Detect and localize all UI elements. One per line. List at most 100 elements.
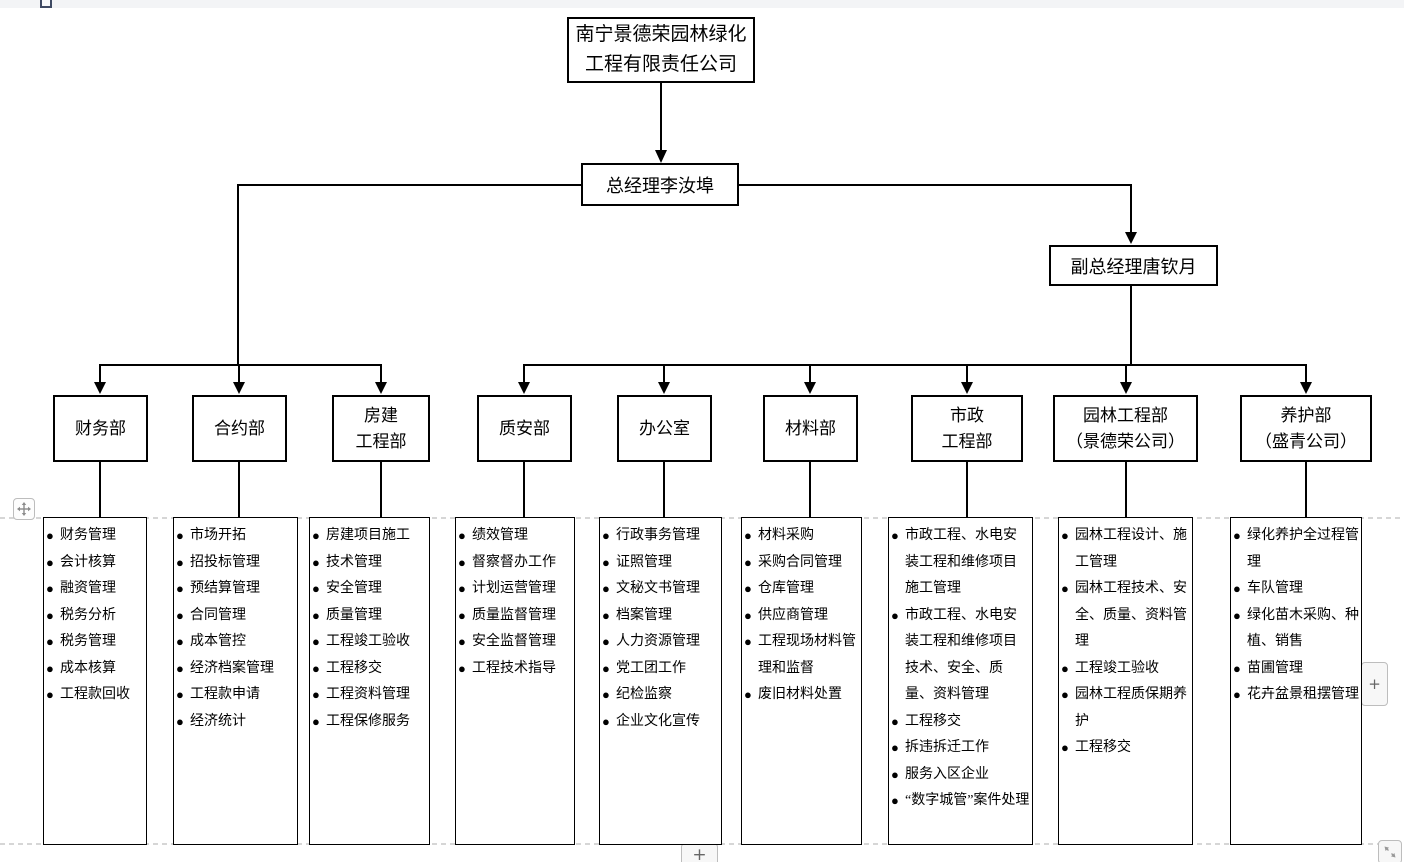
- duty-label: 仓库管理: [758, 581, 814, 596]
- bullet-icon: ●: [176, 634, 184, 649]
- duty-item: ●成本核算: [46, 656, 144, 683]
- bullet-icon: ●: [744, 634, 752, 649]
- duty-list-office[interactable]: ●行政事务管理●证照管理●文秘文书管理●档案管理●人力资源管理●党工团工作●纪检…: [599, 517, 722, 845]
- duty-label: 工程竣工验收: [1075, 660, 1159, 676]
- resize-handle[interactable]: [1378, 840, 1402, 862]
- duty-list: ●行政事务管理●证照管理●文秘文书管理●档案管理●人力资源管理●党工团工作●纪检…: [600, 518, 721, 735]
- duty-list-quality-safety[interactable]: ●绩效管理●督察督办工作●计划运营管理●质量监督管理●安全监督管理●工程技术指导: [455, 517, 575, 845]
- duty-label: 工程款回收: [60, 687, 130, 702]
- duty-list: ●市政工程、水电安装工程和维修项目施工管理●市政工程、水电安装工程和维修项目技术…: [889, 518, 1032, 815]
- dept-label: 工程部: [941, 431, 993, 451]
- duty-list-maintenance[interactable]: ●绿化养护全过程管理●车队管理●绿化苗木采购、种植、销售●苗圃管理●花卉盆景租摆…: [1230, 517, 1362, 845]
- dept-node-building-eng[interactable]: 房建 工程部: [332, 395, 430, 462]
- duty-list: ●材料采购●采购合同管理●仓库管理●供应商管理●工程现场材料管理和监督●废旧材料…: [742, 518, 861, 709]
- org-node-deputy-manager[interactable]: 副总经理唐钦月: [1049, 245, 1218, 286]
- dept-node-materials[interactable]: 材料部: [763, 395, 858, 462]
- duty-item: ●安全管理: [312, 576, 427, 603]
- duty-item: ● 废旧材料处置: [744, 682, 859, 709]
- org-node-company[interactable]: 南宁景德荣园林绿化工程有限责任公司: [567, 17, 755, 83]
- dept-node-finance[interactable]: 财务部: [53, 395, 148, 462]
- duty-label: 工程技术指导: [472, 660, 556, 676]
- duty-label: 安全监督管理: [472, 634, 556, 649]
- dept-node-office[interactable]: 办公室: [617, 395, 712, 462]
- dept-node-quality-safety[interactable]: 质安部: [477, 395, 572, 462]
- duty-list: ●市场开拓●招投标管理●预结算管理●合同管理●成本管控●经济档案管理●工程款申请…: [174, 518, 297, 735]
- add-node-button-bottom[interactable]: +: [681, 843, 718, 862]
- bullet-icon: ●: [458, 581, 466, 596]
- duty-list: ●财务管理●会计核算●融资管理●税务分析●税务管理●成本核算●工程款回收: [44, 518, 146, 709]
- move-arrows-icon: [17, 502, 31, 516]
- dept-label: 工程部: [355, 431, 407, 451]
- duty-item: ●计划运营管理: [458, 576, 572, 603]
- bullet-icon: ●: [1233, 660, 1241, 676]
- bullet-icon: ●: [744, 528, 752, 543]
- dept-node-maintenance[interactable]: 养护部 （盛青公司）: [1240, 395, 1372, 462]
- duty-item: ● 苗圃管理: [1233, 656, 1359, 683]
- duty-item: ●会计核算: [46, 550, 144, 577]
- duty-item: ●工程资料管理: [312, 682, 427, 709]
- dept-label: 质安部: [499, 418, 550, 438]
- duty-label: 人力资源管理: [616, 634, 700, 649]
- bullet-icon: ●: [891, 713, 899, 729]
- duty-item: ● 工程技术指导: [458, 656, 572, 683]
- dept-node-landscape-eng[interactable]: 园林工程部 （景德荣公司）: [1053, 395, 1198, 462]
- bullet-icon: ●: [744, 687, 752, 702]
- bullet-icon: ●: [46, 687, 54, 702]
- bullet-icon: ●: [458, 660, 466, 676]
- duty-item: ●工程竣工验收: [312, 629, 427, 656]
- toolbar-shape-icon[interactable]: [40, 0, 52, 8]
- duty-list-municipal-eng[interactable]: ●市政工程、水电安装工程和维修项目施工管理●市政工程、水电安装工程和维修项目技术…: [888, 517, 1033, 845]
- duty-label: 招投标管理: [190, 554, 260, 570]
- duty-label: 材料采购: [758, 528, 814, 543]
- bullet-icon: ●: [176, 607, 184, 623]
- duty-label: 文秘文书管理: [616, 581, 700, 596]
- duty-label: 房建项目施工: [326, 528, 410, 543]
- duty-label: 合同管理: [190, 607, 246, 623]
- duty-label: 安全管理: [326, 581, 382, 596]
- duty-label: 苗圃管理: [1247, 660, 1303, 676]
- duty-list-materials[interactable]: ●材料采购●采购合同管理●仓库管理●供应商管理●工程现场材料管理和监督●废旧材料…: [741, 517, 862, 845]
- bullet-icon: ●: [176, 687, 184, 702]
- add-node-button-right[interactable]: +: [1361, 662, 1388, 706]
- duty-item: ●工程移交: [312, 656, 427, 683]
- duty-item: ●证照管理: [602, 550, 719, 577]
- duty-label: 园林工程质保期养护: [1075, 687, 1187, 729]
- bullet-icon: ●: [602, 660, 610, 676]
- duty-label: 市政工程、水电安装工程和维修项目技术、安全、质量、资料管理: [905, 607, 1017, 703]
- duty-label: 财务管理: [60, 528, 116, 543]
- dept-label: 市政: [950, 405, 984, 425]
- duty-item: ●工程移交: [891, 709, 1030, 736]
- duty-list-finance[interactable]: ●财务管理●会计核算●融资管理●税务分析●税务管理●成本核算●工程款回收: [43, 517, 147, 845]
- duty-item: ●融资管理: [46, 576, 144, 603]
- dept-label: 房建: [364, 405, 398, 425]
- duty-label: 经济统计: [190, 713, 246, 729]
- duty-item: ●采购合同管理: [744, 550, 859, 577]
- bullet-icon: ●: [602, 581, 610, 596]
- bullet-icon: ●: [1233, 687, 1241, 702]
- deputy-manager-label: 副总经理唐钦月: [1070, 256, 1197, 277]
- org-node-general-manager[interactable]: 总经理李汝埠: [581, 163, 739, 206]
- bullet-icon: ●: [46, 528, 54, 543]
- duty-item: ●园林工程设计、施工管理: [1061, 523, 1190, 576]
- duty-label: 工程资料管理: [326, 687, 410, 702]
- duty-item: ●工程现场材料管理和监督: [744, 629, 859, 682]
- move-handle[interactable]: [13, 498, 35, 520]
- bullet-icon: ●: [602, 554, 610, 570]
- dept-label: 财务部: [75, 418, 126, 438]
- duty-label: 废旧材料处置: [758, 687, 842, 702]
- duty-list-landscape-eng[interactable]: ●园林工程设计、施工管理●园林工程技术、安全、质量、资料管理●工程竣工验收●园林…: [1058, 517, 1193, 845]
- dept-node-municipal-eng[interactable]: 市政 工程部: [911, 395, 1023, 462]
- dept-node-contracts[interactable]: 合约部: [192, 395, 287, 462]
- duty-list-contracts[interactable]: ●市场开拓●招投标管理●预结算管理●合同管理●成本管控●经济档案管理●工程款申请…: [173, 517, 298, 845]
- duty-item: ●税务管理: [46, 629, 144, 656]
- duty-list: ●园林工程设计、施工管理●园林工程技术、安全、质量、资料管理●工程竣工验收●园林…: [1059, 518, 1192, 762]
- duty-item: ●成本管控: [176, 629, 295, 656]
- duty-label: 花卉盆景租摆管理: [1247, 687, 1359, 702]
- bullet-icon: ●: [46, 660, 54, 676]
- duty-item: ●工程移交: [1061, 735, 1190, 762]
- duty-list-building-eng[interactable]: ●房建项目施工●技术管理●安全管理●质量管理●工程竣工验收●工程移交●工程资料管…: [309, 517, 430, 845]
- toolbar-edge: [0, 0, 1404, 8]
- duty-item: ●人力资源管理: [602, 629, 719, 656]
- duty-item: ●企业文化宣传: [602, 709, 719, 736]
- duty-label: 绩效管理: [472, 528, 528, 543]
